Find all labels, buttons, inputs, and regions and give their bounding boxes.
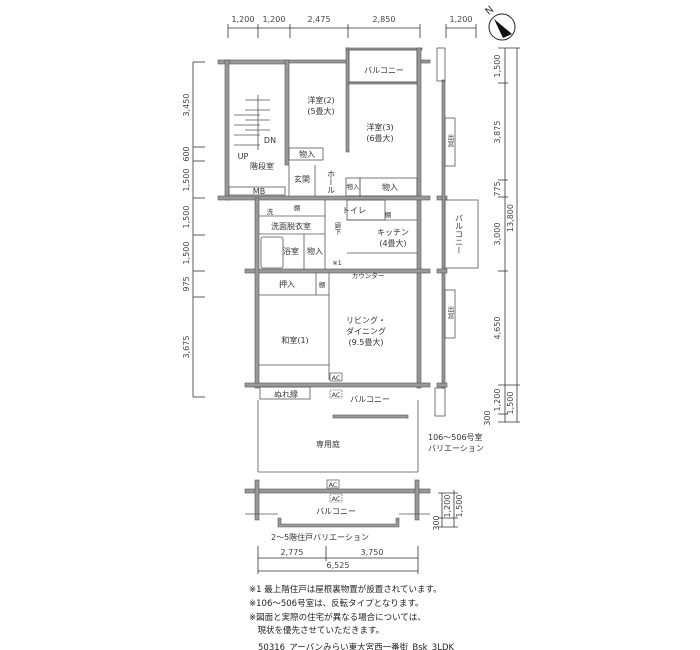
right-dimensions: 1,500 3,875 775 3,000 4,650 1,200 300 13… [483,47,520,426]
living-1: リビング・ [346,315,386,325]
stairwell: 階段室 [250,161,274,171]
dim-bottom-total: 6,525 [327,561,350,570]
room-western-3: 洋室(3) [366,122,393,132]
dim-top-1: 1,200 [232,15,255,24]
dim-left-2: 600 [182,146,191,161]
mb: MB [253,187,265,196]
variation-caption: 2～5階住戸バリエーション [271,532,369,542]
dim-right-6: 1,200 [493,389,502,412]
ac-2: AC [332,391,341,399]
walls [217,47,448,419]
dim-right-5: 4,650 [493,317,502,340]
dim-right-3: 775 [493,181,502,196]
note-mark: ※1 [332,259,342,267]
dim-left-5: 1,500 [182,242,191,265]
balcony-bottom: バルコニー [350,395,390,404]
balcony-top: バルコニー [364,66,404,75]
washer: 洗 [267,207,274,216]
dim-left-6: 975 [182,276,191,291]
dim-bottom-1: 2,775 [281,548,304,557]
dim-left-4: 1,500 [182,206,191,229]
bath: 浴室 [283,246,299,256]
veranda: ぬれ縁 [274,389,298,399]
room-western-2-size: (5畳大) [307,106,334,116]
north-compass-icon: N [483,4,516,41]
shelf-2: 棚 [385,210,392,219]
hall: ホール [327,170,336,194]
dim-left-7: 3,675 [182,336,191,359]
storage-3: 物入 [307,246,323,256]
toilet: トイレ [342,206,366,215]
stair-up: UP [238,152,249,161]
variation-dim-300: 300 [432,515,441,530]
balcony-right: バルコニー [455,214,464,254]
variation-dim-1500: 1,500 [455,495,464,518]
note-2: ※106～506号室は、反転タイプとなります。 [249,598,423,609]
compass-label: N [483,4,496,17]
japanese-room: 和室(1) [281,335,308,345]
corridor: 廊下 [333,221,341,237]
interior-lines [228,47,479,473]
storage-2: 物入 [382,182,398,192]
dim-left-3: 1,500 [182,169,191,192]
bay-window-1: 出窓 [446,133,454,148]
variation-ac-1: AC [329,481,338,489]
notes: ※1 最上階住戸は屋根裏物置が設置されています。 ※106～506号室は、反転タ… [249,584,454,650]
storage-1: 物入 [299,149,315,159]
shelf-1: 棚 [294,203,301,212]
dim-right-7: 300 [483,410,492,425]
shelf-3: 棚 [319,280,326,289]
variation-ac-2: AC [332,495,341,503]
variation-balcony: バルコニー [316,507,356,516]
left-dimensions: 3,450 600 1,500 1,500 1,500 975 3,675 [182,61,205,398]
dim-top-2: 1,200 [263,15,286,24]
kitchen-size: (4畳大) [379,238,406,248]
dim-top-4: 2,850 [373,15,396,24]
counter: カウンター [352,271,385,280]
variation-dim-1200: 1,200 [443,495,452,518]
room-western-3-size: (6畳大) [366,133,393,143]
bay-window-2: 出窓 [446,305,454,320]
dim-right-2: 3,875 [493,121,502,144]
variation-plan: AC AC バルコニー 2～5階住戸バリエーション 1,200 1,500 30… [244,479,464,574]
note-4: 現状を優先させていただきます。 [249,625,384,636]
closet: 押入 [279,279,295,289]
living-size: (9.5畳大) [349,337,384,347]
note-3: ※図面と実際の住宅が異なる場合については、 [249,612,426,623]
ac-1: AC [332,374,341,382]
dim-right-4: 3,000 [493,223,502,246]
variation-106-label: バリエーション [428,444,484,453]
room-labels: 洋室(2) (5畳大) 洋室(3) (6畳大) バルコニー DN UP 階段室 … [238,66,484,453]
stair-dn: DN [264,136,276,145]
kitchen: キッチン [377,228,409,237]
living-2: ダイニング [346,326,386,336]
dim-left-1: 3,450 [182,94,191,117]
dim-top-5: 1,200 [450,15,473,24]
dim-bottom-2: 3,750 [361,548,384,557]
entrance: 玄関 [294,174,310,184]
dim-top-3: 2,475 [308,15,331,24]
washroom: 洗面脱衣室 [271,221,311,231]
dim-right-1: 1,500 [493,55,502,78]
garden: 専用庭 [316,439,340,449]
top-dimensions: 1,200 1,200 2,475 2,850 1,200 [227,15,477,38]
plan-title: 50316_アーバンみらい東大宮西一番街_Bsk_3LDK [258,642,454,650]
storage-small: 物入 [347,182,361,191]
variation-106: 106～506号室 [428,432,483,442]
room-western-2: 洋室(2) [307,95,334,105]
dim-right-outer: 1,500 [506,392,515,415]
dim-right-total: 13,800 [506,204,515,232]
note-1: ※1 最上階住戸は屋根裏物置が設置されています。 [249,584,442,595]
